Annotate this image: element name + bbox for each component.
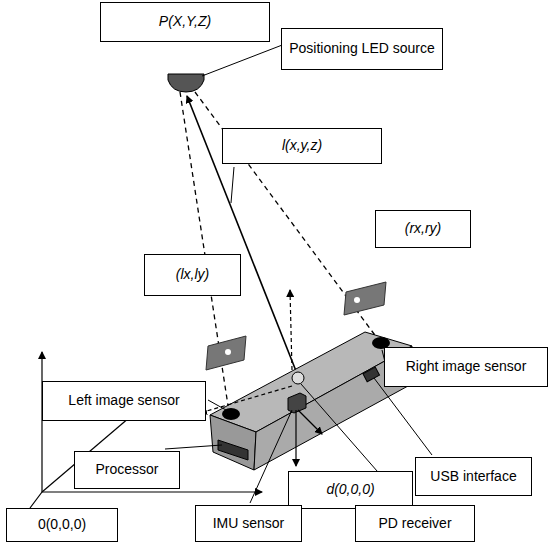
label-text: Left image sensor [68, 393, 179, 408]
coordinate-box: d(0,0,0) [288, 471, 413, 509]
part-label: PD receiver [355, 505, 475, 542]
label-text: Processor [95, 462, 158, 477]
coordinate-box: (lx,ly) [144, 254, 241, 296]
part-label: USB interface [415, 457, 532, 496]
label-text: IMU sensor [213, 516, 285, 531]
label-text: 0(0,0,0) [38, 517, 86, 532]
label-text: d(0,0,0) [326, 482, 374, 497]
label-text: (lx,ly) [176, 267, 209, 282]
part-label: Processor [74, 451, 180, 489]
label-text: Positioning LED source [289, 41, 435, 56]
part-label: Right image sensor [384, 347, 548, 387]
label-text: USB interface [430, 469, 516, 484]
coordinate-box: (rx,ry) [375, 210, 471, 248]
label-text: l(x,y,z) [282, 138, 322, 153]
coordinate-box: P(X,Y,Z) [100, 2, 270, 42]
part-label: Left image sensor [42, 381, 206, 421]
label-text: Right image sensor [406, 359, 527, 374]
part-label: Positioning LED source [281, 28, 443, 70]
label-text: PD receiver [378, 516, 451, 531]
part-label: IMU sensor [195, 505, 302, 542]
vector-label: l(x,y,z) [222, 128, 382, 164]
label-text: P(X,Y,Z) [159, 14, 211, 29]
coordinate-box: 0(0,0,0) [6, 508, 118, 542]
label-text: (rx,ry) [405, 221, 442, 236]
